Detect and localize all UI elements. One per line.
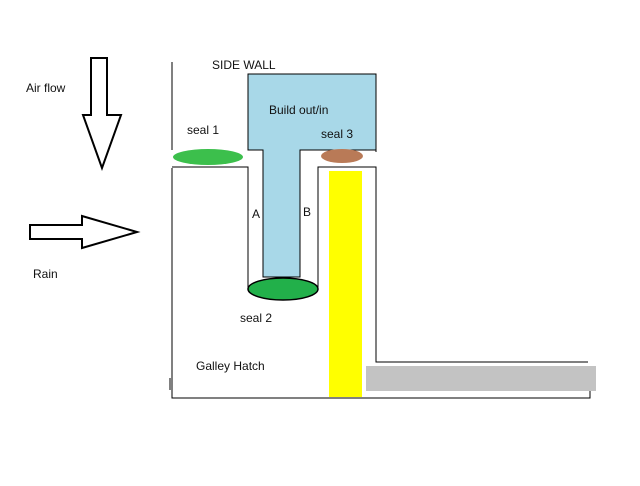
- air-flow-arrow: [81, 57, 123, 171]
- channel-outline: [317, 166, 588, 363]
- seal-3-label: seal 3: [321, 127, 354, 141]
- air-flow-label: Air flow: [26, 81, 66, 95]
- side-b-label: B: [303, 205, 312, 219]
- seal-1-label: seal 1: [187, 123, 220, 137]
- seal-1-marker: [173, 149, 243, 165]
- rain-label: Rain: [33, 267, 58, 281]
- galley-hatch-label: Galley Hatch: [196, 359, 265, 373]
- side-wall-label: SIDE WALL: [212, 58, 276, 72]
- rain-arrow: [29, 214, 141, 250]
- hatch-top-left: [172, 166, 249, 290]
- seal-2-label: seal 2: [240, 311, 273, 325]
- build-out-label: Build out/in: [269, 103, 329, 117]
- deck-bar: [366, 366, 596, 391]
- build-out-shape: [247, 73, 377, 278]
- side-a-label: A: [252, 207, 261, 221]
- seal-3-marker: [321, 149, 363, 163]
- seal-2-marker: [247, 277, 319, 301]
- yellow-bar: [329, 171, 362, 397]
- galley-hatch-outline: [171, 168, 591, 399]
